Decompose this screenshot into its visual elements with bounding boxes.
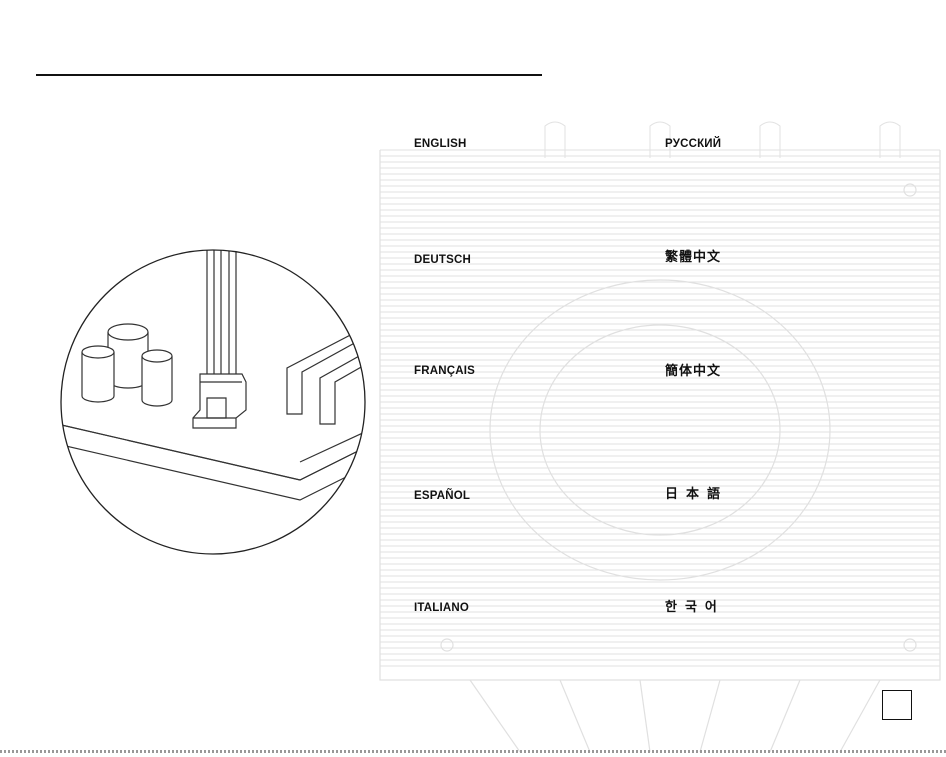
lang-english: ENGLISH (414, 138, 467, 150)
lang-russian: РУССКИЙ (665, 138, 721, 150)
lang-traditional-chinese: 繁體中文 (665, 251, 721, 263)
bottom-dotted-border (0, 750, 946, 753)
page-number-box (882, 690, 912, 720)
lang-espanol: ESPAÑOL (414, 490, 470, 502)
lang-deutsch: DEUTSCH (414, 254, 471, 266)
lang-korean: 한국어 (665, 601, 725, 613)
lang-italiano: ITALIANO (414, 602, 469, 614)
lang-francais: FRANÇAIS (414, 365, 475, 377)
lang-simplified-chinese: 簡体中文 (665, 365, 721, 377)
lang-japanese: 日本語 (665, 488, 728, 500)
